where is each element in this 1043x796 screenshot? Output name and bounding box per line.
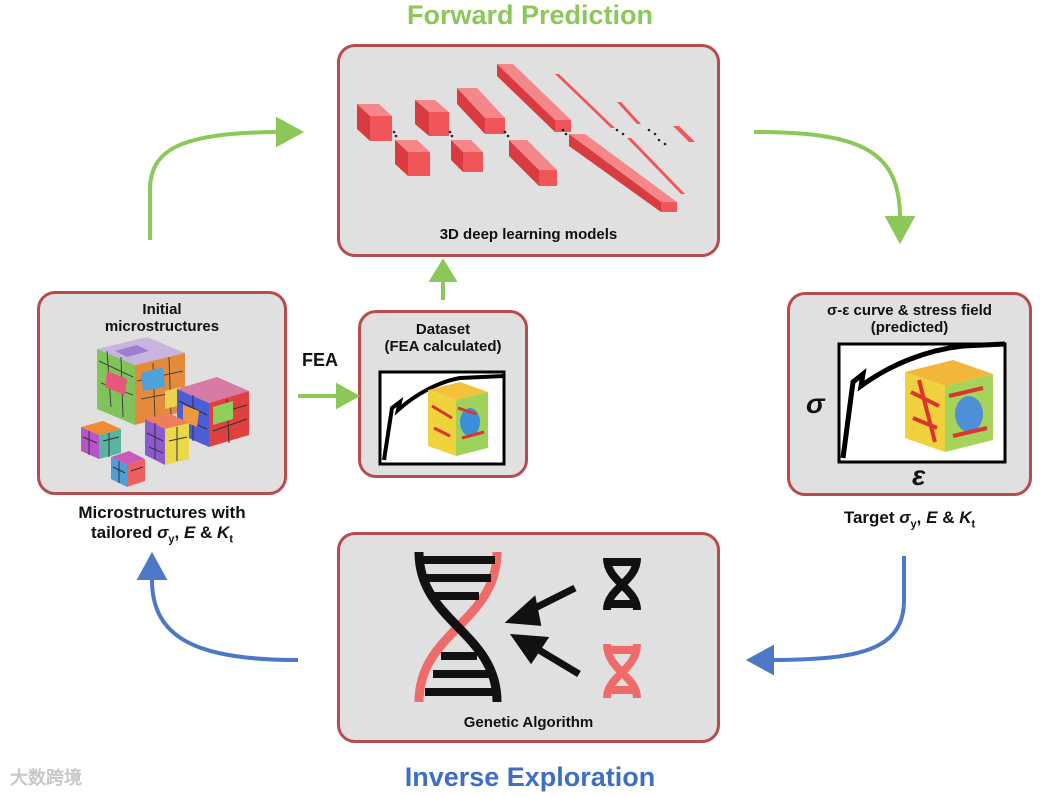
target-caption: Target σy, E & Kt <box>787 508 1032 534</box>
layer-block <box>357 104 392 141</box>
sub-t: t <box>229 533 233 546</box>
epsilon-axis-label: ε <box>912 460 926 491</box>
sigma-symbol: σ <box>157 523 169 542</box>
stress-field-cube <box>428 382 488 456</box>
grain-cube <box>97 337 185 425</box>
arrowhead <box>276 116 305 148</box>
dataset-curve-graphic <box>378 370 506 466</box>
fea-label: FEA <box>302 350 338 370</box>
arrow-ga-to-micro <box>150 579 299 662</box>
grain-cube <box>145 413 189 465</box>
e-symbol: E <box>926 508 938 527</box>
grain-cube <box>177 377 249 447</box>
sigma-symbol: σ <box>899 508 911 527</box>
selection-arrows <box>504 584 581 678</box>
target-curve-graphic <box>837 341 1007 464</box>
arrow-to-model <box>148 130 281 240</box>
sub-y: y <box>168 533 175 546</box>
layer-block <box>415 100 449 136</box>
comma-text: , <box>916 508 927 527</box>
grain-cube <box>81 421 121 459</box>
dna-rungs-black <box>421 556 495 600</box>
arrowhead <box>884 216 916 245</box>
layer-block <box>627 138 685 194</box>
arrow-to-target <box>753 130 902 219</box>
grain-cube <box>111 451 145 487</box>
dna-small-black <box>603 557 641 611</box>
layer-block <box>451 140 483 172</box>
genetic-algorithm-label: Genetic Algorithm <box>463 714 594 731</box>
microstructures-caption-prefix: tailored <box>90 523 158 542</box>
target-title: σ-ε curve & stress field (predicted) <box>787 302 1032 336</box>
comma-text: , <box>174 523 184 542</box>
arrowhead <box>428 258 458 282</box>
microstructure-cubes-graphic <box>81 337 249 487</box>
initial-microstructures-label: Initial microstructures <box>104 301 220 335</box>
layer-block <box>457 88 505 134</box>
amp-text: & <box>195 523 218 542</box>
neural-network-layers-graphic <box>357 64 695 212</box>
watermark: 大数跨境 <box>10 768 82 788</box>
sub-t: t <box>971 518 976 531</box>
sigma-axis-label: σ <box>806 388 825 419</box>
dna-small-red <box>603 643 641 699</box>
microstructures-caption-line1: Microstructures with <box>78 503 246 522</box>
k-symbol: K <box>217 523 230 542</box>
target-title-line2: (predicted) <box>870 319 949 336</box>
target-title-line1: σ-ε curve & stress field <box>827 302 992 319</box>
inverse-exploration-heading: Inverse Exploration <box>404 762 656 792</box>
arrow-target-to-ga <box>769 556 906 662</box>
dna-graphic <box>414 551 641 703</box>
layer-connectors <box>392 128 667 146</box>
k-symbol: K <box>959 508 972 527</box>
microstructures-caption: Microstructures with tailored σy, E & Kt <box>20 503 304 549</box>
deep-learning-models-label: 3D deep learning models <box>439 226 618 243</box>
layer-block <box>569 134 677 212</box>
stress-field-cube <box>905 360 993 452</box>
arrowhead <box>136 551 168 580</box>
layer-block <box>497 64 571 132</box>
layer-block <box>555 74 695 142</box>
e-symbol: E <box>183 523 196 542</box>
layer-block <box>509 140 557 186</box>
dna-strand-black <box>414 551 502 703</box>
forward-prediction-heading: Forward Prediction <box>406 0 654 30</box>
layer-block <box>395 140 430 176</box>
arrowhead <box>745 644 774 676</box>
target-caption-prefix: Target <box>843 508 900 527</box>
sub-y: y <box>910 518 917 531</box>
amp-text: & <box>937 508 960 527</box>
blue-arrows <box>136 551 906 676</box>
dna-rungs-black <box>425 652 495 696</box>
dataset-label: Dataset (FEA calculated) <box>384 321 502 355</box>
arrowhead <box>336 382 361 410</box>
green-arrows <box>148 116 916 410</box>
